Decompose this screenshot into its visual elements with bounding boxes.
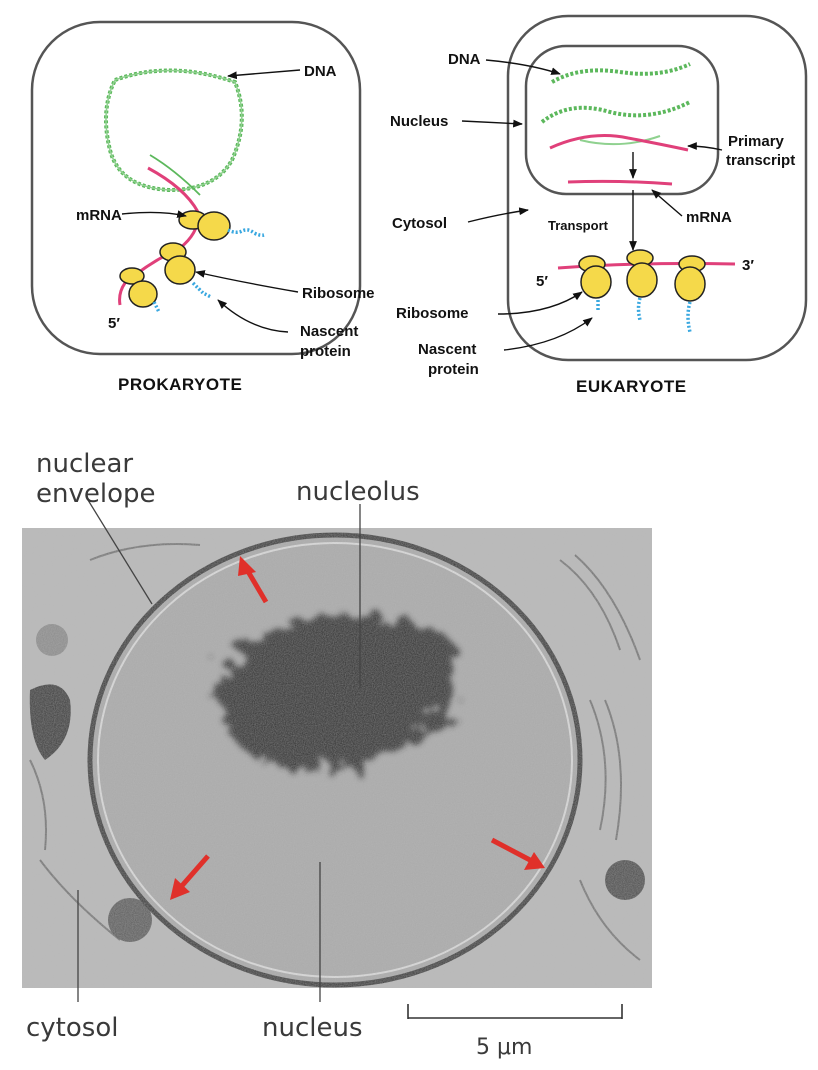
eukaryote-cytosol-label: Cytosol xyxy=(392,215,447,232)
eukaryote-nucleus-label: Nucleus xyxy=(390,113,448,130)
eukaryote-primary-label: Primary xyxy=(728,133,785,150)
eukaryote-nucleus xyxy=(524,44,720,196)
eukaryote-mrna xyxy=(567,179,673,186)
nuclear-pore-arrow xyxy=(170,556,545,900)
eukaryote-five-prime-label: 5′ xyxy=(536,273,548,290)
prokaryote-cell xyxy=(30,20,362,356)
eukaryote-ribosome xyxy=(578,249,706,302)
eukaryote-dna-label: DNA xyxy=(448,51,481,68)
eukaryote-protein-label: protein xyxy=(428,361,479,378)
prokaryote-ribosome xyxy=(119,210,231,308)
prokaryote-mrna-label: mRNA xyxy=(76,207,122,224)
eukaryote-three-prime-label: 3′ xyxy=(742,257,754,274)
prokaryote-caption: PROKARYOTE xyxy=(118,375,242,394)
prokaryote-dna-label: DNA xyxy=(304,63,337,80)
nucleolus-label: nucleolus xyxy=(296,477,420,507)
scale-bar-label: 5 μm xyxy=(476,1035,532,1060)
eukaryote-caption: EUKARYOTE xyxy=(576,377,687,396)
prokaryote-nascent-protein xyxy=(227,228,265,237)
eukaryote-mrna-label: mRNA xyxy=(686,209,732,226)
prokaryote-protein-label: protein xyxy=(300,343,351,360)
prokaryote-diagram: DNA mRNA Ribosome Nascent protein 5′ PRO… xyxy=(30,20,375,394)
nuclear-envelope-label-line2: envelope xyxy=(36,479,156,509)
eukaryote-dna xyxy=(551,62,691,84)
scale-bar: 5 μm xyxy=(407,1004,623,1060)
cytosol-label: cytosol xyxy=(26,1013,118,1043)
nuclear-envelope-label-line1: nuclear xyxy=(36,449,133,479)
eukaryote-transcript-label: transcript xyxy=(726,152,795,169)
eukaryote-transport-label: Transport xyxy=(548,218,609,233)
eukaryote-nascent-label: Nascent xyxy=(418,341,476,358)
eukaryote-primary-transcript xyxy=(549,134,689,152)
nucleus-label: nucleus xyxy=(262,1013,363,1043)
prokaryote-five-prime-label: 5′ xyxy=(108,315,120,332)
eukaryote-ribosome-label: Ribosome xyxy=(396,305,469,322)
prokaryote-ribosome-label: Ribosome xyxy=(302,285,375,302)
eukaryote-cell xyxy=(506,14,808,362)
electron-micrograph: nuclear envelope nucleolus cytosol nucle… xyxy=(22,449,652,1060)
prokaryote-nascent-label: Nascent xyxy=(300,323,358,340)
eukaryote-diagram: DNA Nucleus Primary transcript mRNA Cyto… xyxy=(390,14,808,396)
